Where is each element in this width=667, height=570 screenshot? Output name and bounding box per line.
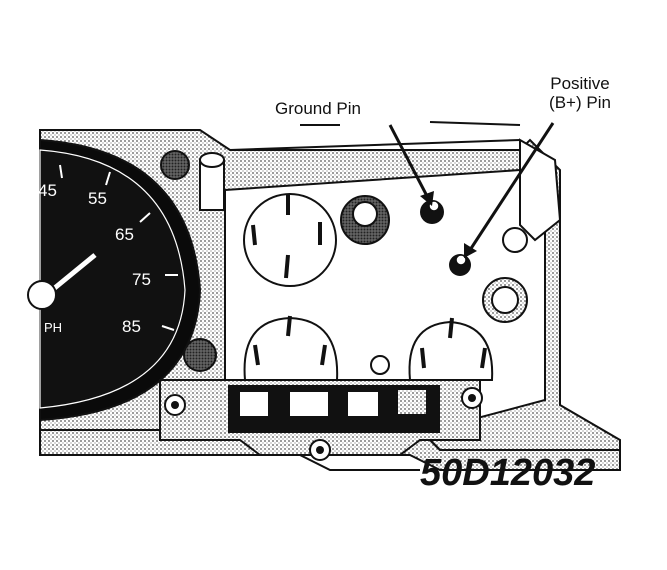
bulb-socket	[340, 195, 390, 245]
positive-pin-label-line2: (B+) Pin	[549, 93, 611, 112]
upper-post	[160, 150, 225, 211]
small-socket	[370, 355, 390, 375]
lower-left-gauge-mount	[243, 315, 339, 381]
speed-mark-85: 85	[122, 317, 141, 336]
speedometer: 45 55 65 75 85 PH	[27, 138, 202, 422]
ground-pin-label: Ground Pin	[275, 99, 361, 118]
speed-unit-label: PH	[44, 320, 62, 335]
right-sockets	[482, 227, 528, 323]
ground-pin-leader	[388, 124, 434, 206]
speed-mark-55: 55	[88, 189, 107, 208]
positive-pin	[449, 254, 471, 276]
positive-pin-label-line1: Positive	[550, 74, 610, 93]
speed-mark-65: 65	[115, 225, 134, 244]
positive-pin-leader	[464, 122, 555, 258]
positive-pin-label: Positive (B+) Pin	[545, 74, 615, 112]
printed-circuit-connector	[159, 379, 483, 461]
lower-left-socket	[183, 338, 217, 372]
speed-mark-45: 45	[38, 181, 57, 200]
ground-pin	[420, 200, 444, 224]
figure-number: 50D12032	[420, 452, 596, 494]
upper-gauge-mount	[243, 193, 337, 287]
lower-right-gauge-mount	[408, 317, 494, 381]
speed-mark-75: 75	[132, 270, 151, 289]
